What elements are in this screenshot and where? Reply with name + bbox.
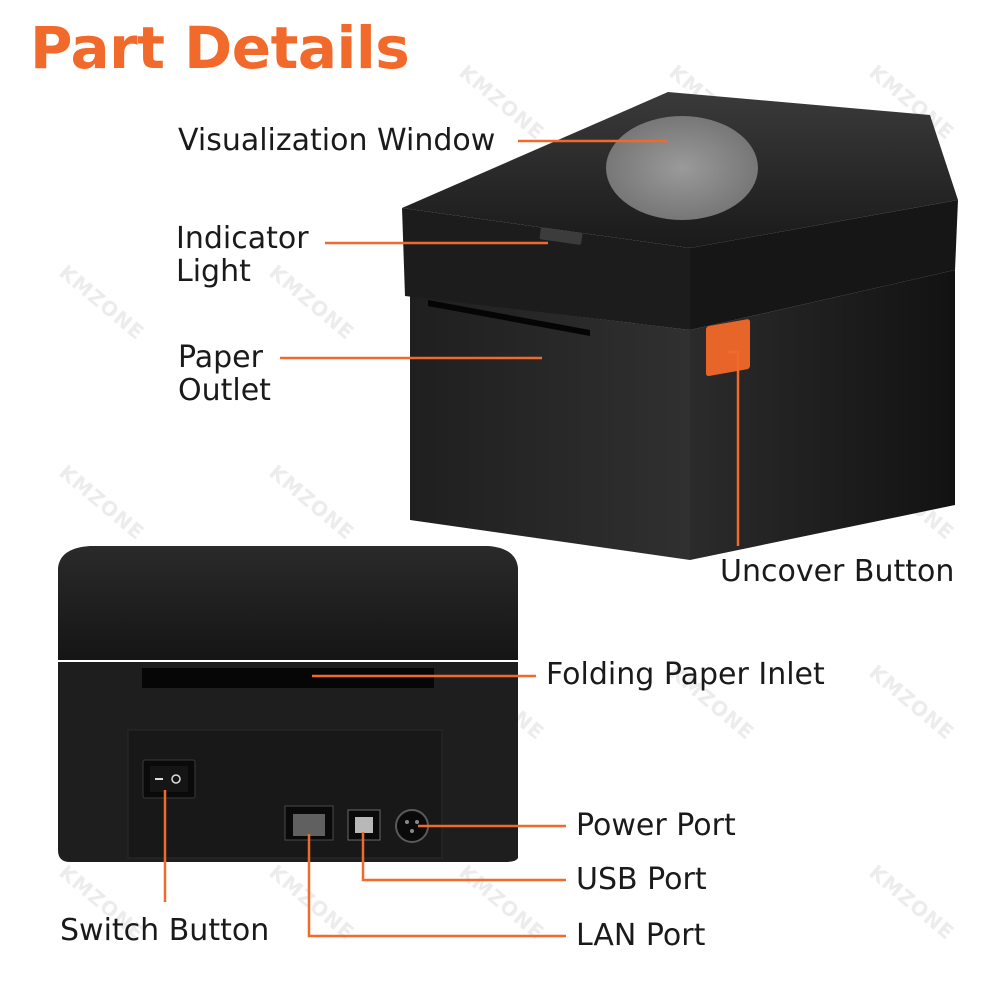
label-power-port: Power Port [576,808,736,843]
label-usb-port: USB Port [576,862,707,897]
page-title: Part Details [30,14,410,82]
printer-front-face [410,296,690,560]
label-visualization-window: Visualization Window [178,123,496,158]
label-paper-outlet-line2: Outlet [178,373,271,408]
power-port-pin [405,820,409,824]
printer-rear-lid [58,546,518,660]
label-paper-outlet-line1: Paper [178,340,263,375]
printer-side-face [690,270,955,560]
callout-lines [163,139,740,938]
printer-lid-side [690,200,958,330]
printer-lid-front [402,208,690,330]
usb-port-socket [355,817,373,833]
label-switch-button: Switch Button [60,913,270,948]
label-indicator-light: Indicator Light [176,222,309,288]
callout-line-usb-port [361,832,566,882]
label-lan-port: LAN Port [576,918,706,953]
label-indicator-light-line1: Indicator [176,221,309,256]
callout-line-uncover-button [727,350,740,546]
visualization-window [606,116,758,220]
indicator-light [539,227,583,245]
power-port-pin [415,820,419,824]
paper-outlet-slot [428,300,590,336]
folding-paper-inlet-slot [142,668,434,688]
uncover-button [706,319,750,377]
label-folding-paper-inlet: Folding Paper Inlet [546,657,825,692]
label-uncover-button: Uncover Button [720,554,955,589]
lan-port-socket [293,814,325,836]
label-paper-outlet: Paper Outlet [178,341,271,407]
callout-line-lan-port [307,834,566,938]
power-port-pin [410,829,414,833]
label-indicator-light-line2: Light [176,254,251,289]
printer-front-view [402,92,958,560]
printer-rear-view [58,546,518,862]
switch-off-mark [171,774,181,784]
